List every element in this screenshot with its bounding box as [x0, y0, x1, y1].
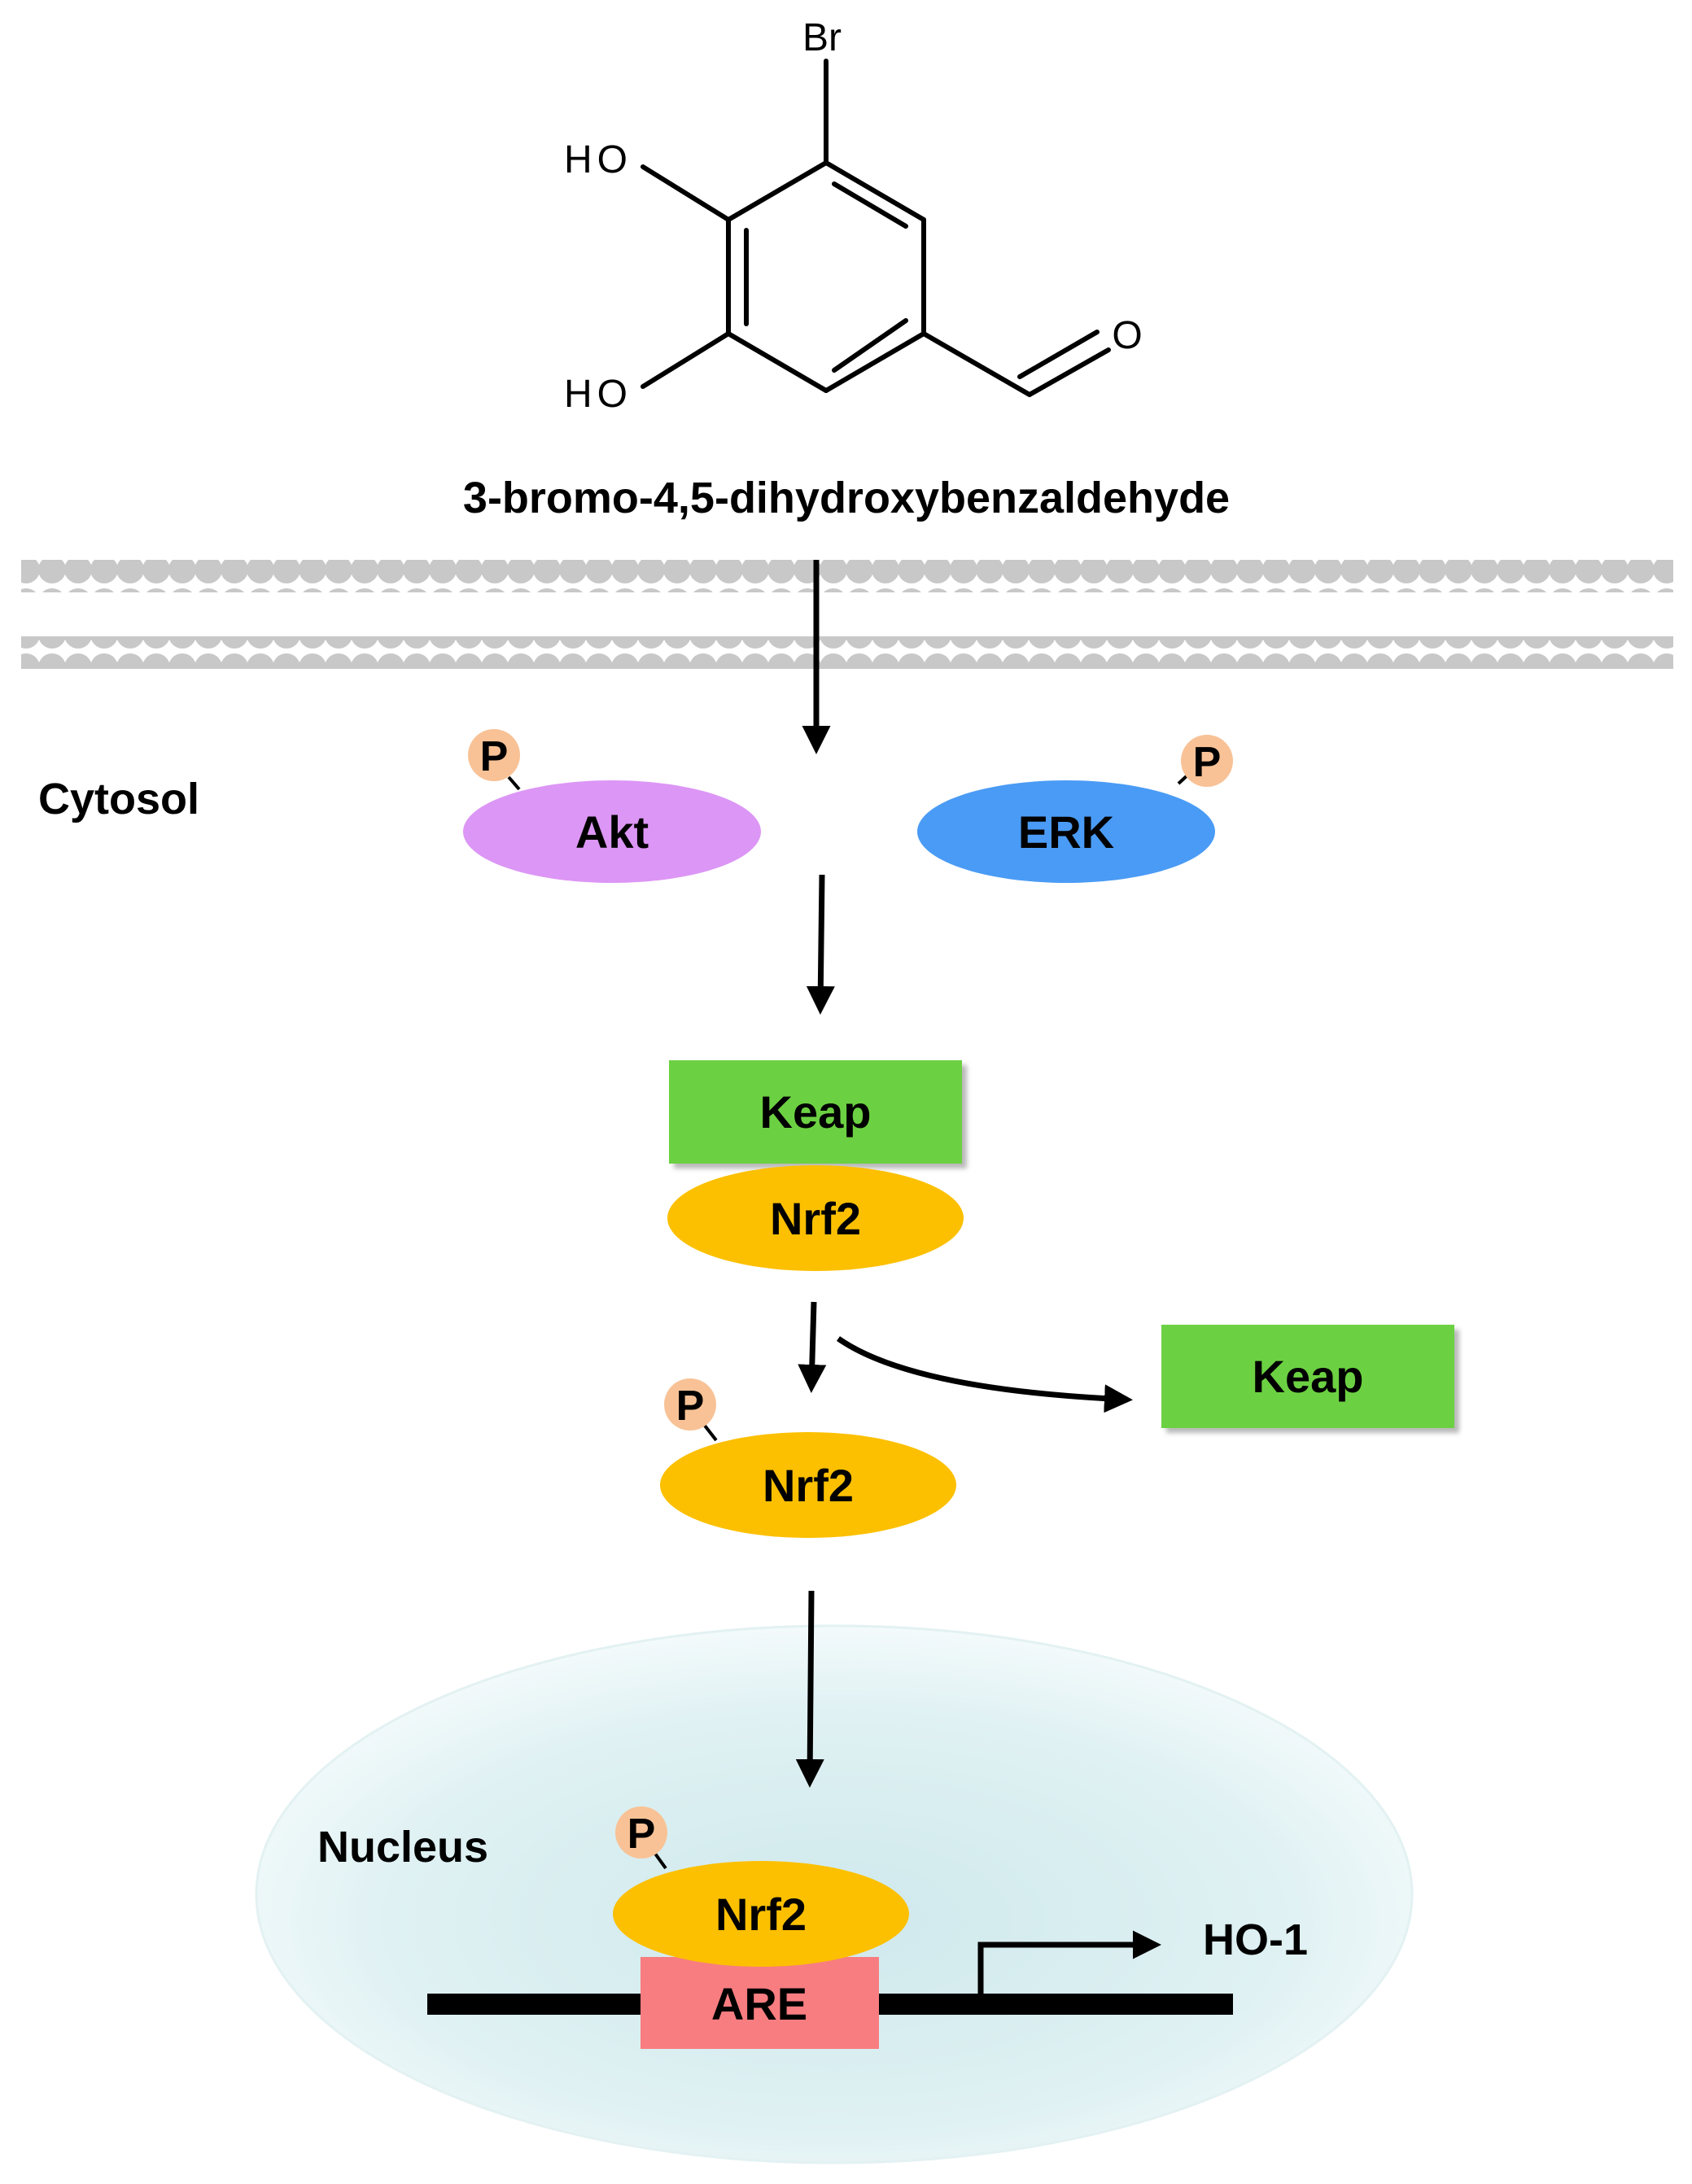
- nrf2-phospho-badge-label: P: [676, 1382, 705, 1430]
- nuclear-translocation-arrow: [795, 1590, 824, 1788]
- cell-membrane: [21, 560, 1673, 669]
- keap-release-arrow: [836, 1336, 1133, 1413]
- akt-label: Akt: [575, 806, 649, 858]
- nrf2-phospho-node: Nrf2 P: [660, 1378, 956, 1538]
- nrf2-nuclear-ellipse: [613, 1861, 909, 1967]
- kinase-to-keap-arrow: [806, 874, 835, 1015]
- nrf2-phospho-ellipse: [660, 1432, 956, 1538]
- nrf2-nuclear-phospho-badge: [615, 1806, 667, 1859]
- nrf2-nuclear-phospho-link: [654, 1852, 667, 1870]
- compound-structure: Br HO HO O: [564, 16, 1143, 416]
- hydroxyl-top-label: HO: [564, 138, 632, 181]
- nrf2-phospho-badge: [664, 1378, 716, 1431]
- erk-phospho-badge: [1181, 735, 1233, 787]
- ho1-label: HO-1: [1203, 1915, 1308, 1964]
- dissociation-arrow: [798, 1301, 827, 1393]
- erk-phospho-label: P: [1193, 739, 1222, 786]
- gene-locus: ARE HO-1: [427, 1915, 1308, 2049]
- cytosol-label: Cytosol: [38, 775, 199, 823]
- erk-node: ERK P: [917, 735, 1233, 883]
- membrane-outer-leaflet: [21, 560, 1673, 592]
- compound-name: 3-bromo-4,5-dihydroxybenzaldehyde: [463, 474, 1230, 522]
- keap-released-node: Keap: [1161, 1325, 1454, 1428]
- transcription-start-arrow: [977, 1930, 1161, 1994]
- keap-nrf2-complex: Keap Nrf2: [667, 1060, 964, 1271]
- akt-ellipse: [463, 780, 761, 883]
- akt-node: Akt P: [463, 729, 761, 883]
- akt-phospho-link: [507, 775, 521, 791]
- erk-label: ERK: [1018, 806, 1114, 858]
- keap-bound-label: Keap: [760, 1086, 872, 1138]
- are-label: ARE: [711, 1978, 807, 2029]
- oxygen-atom-label: O: [1112, 314, 1142, 357]
- nrf2-nuclear-node: Nrf2 P: [613, 1806, 909, 1967]
- hydroxyl-bottom-label: HO: [564, 373, 632, 416]
- bromine-atom-label: Br: [802, 16, 842, 59]
- are-box: [641, 1957, 879, 2049]
- nrf2-bound-ellipse: [667, 1165, 964, 1271]
- keap-released-box: [1161, 1325, 1454, 1428]
- membrane-inner-leaflet: [21, 636, 1673, 669]
- keap-bound-box: [669, 1060, 962, 1164]
- nrf2-phospho-label: Nrf2: [763, 1460, 854, 1511]
- nrf2-phospho-link: [703, 1424, 718, 1442]
- erk-ellipse: [917, 780, 1215, 883]
- nrf2-nuclear-label: Nrf2: [715, 1889, 807, 1940]
- nrf2-nuclear-phospho-label: P: [627, 1811, 656, 1858]
- akt-phospho-label: P: [480, 733, 509, 780]
- keap-released-label: Keap: [1253, 1351, 1364, 1402]
- nrf2-bound-label: Nrf2: [770, 1193, 861, 1244]
- nucleus-label: Nucleus: [317, 1823, 488, 1872]
- akt-phospho-badge: [468, 729, 520, 781]
